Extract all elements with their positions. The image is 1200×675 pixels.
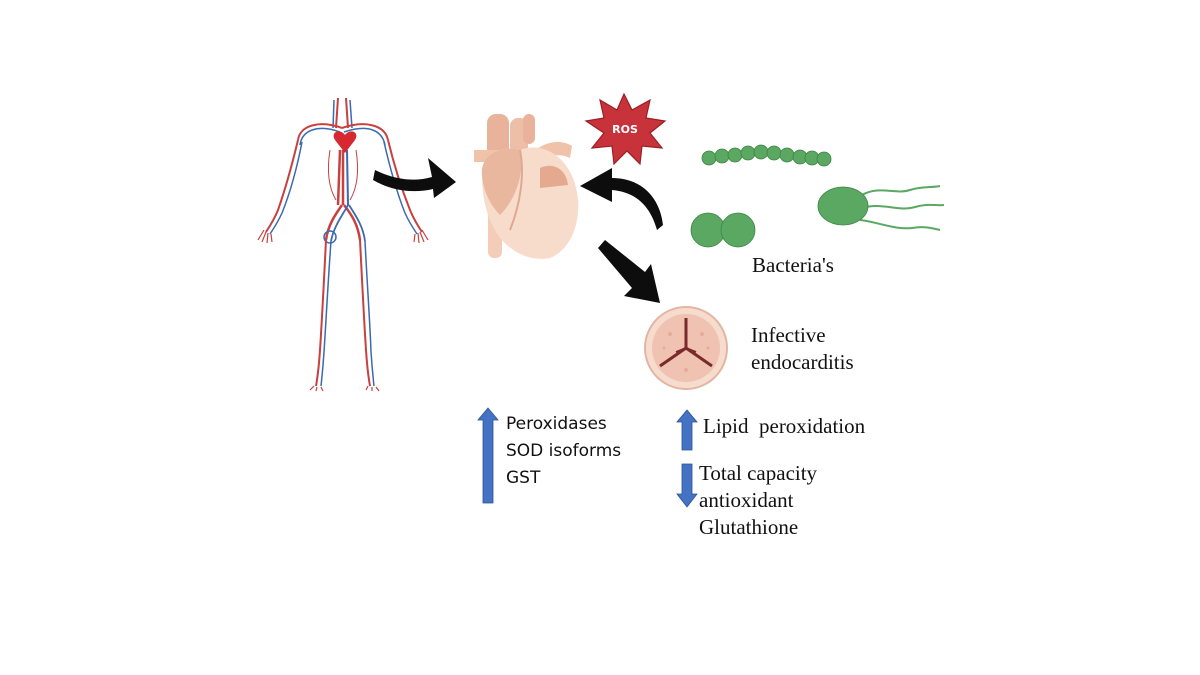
ros-label: ROS bbox=[612, 123, 638, 136]
diplococcus-icon bbox=[690, 212, 756, 248]
heart-valve-icon bbox=[644, 306, 728, 390]
arrow-bacteria-to-heart bbox=[580, 168, 663, 230]
increased-markers-list: Peroxidases SOD isoforms GST bbox=[506, 411, 621, 492]
infective-endocarditis-label: Infective endocarditis bbox=[751, 322, 854, 376]
decrease-arrow-icon bbox=[676, 463, 698, 508]
flagellated-bacillus-icon bbox=[817, 185, 945, 231]
heart-icon bbox=[474, 114, 579, 259]
arrow-body-to-heart bbox=[373, 158, 456, 198]
streptococcus-chain-icon bbox=[701, 144, 832, 167]
increase-arrow-icon bbox=[477, 407, 499, 504]
marker-sod-isoforms: SOD isoforms bbox=[506, 441, 622, 461]
bacteria-label: Bacteria's bbox=[752, 253, 834, 277]
marker-peroxidases: Peroxidases bbox=[506, 414, 607, 434]
ros-burst-icon: ROS bbox=[584, 92, 667, 166]
circulatory-system-icon bbox=[257, 97, 429, 392]
marker-total-capacity: Total capacity bbox=[699, 461, 818, 485]
marker-gst: GST bbox=[506, 468, 541, 488]
marker-antioxidant: antioxidant bbox=[699, 488, 794, 512]
arrow-heart-to-valve bbox=[598, 240, 660, 303]
decreased-markers-list: Total capacity antioxidant Glutathione bbox=[699, 460, 817, 541]
lipid-increase-arrow-icon bbox=[676, 409, 698, 451]
infective-label-line: Infective bbox=[751, 323, 826, 347]
lipid-peroxidation-label: Lipid peroxidation bbox=[703, 414, 866, 438]
endocarditis-label-line: endocarditis bbox=[751, 350, 854, 374]
marker-glutathione: Glutathione bbox=[699, 515, 799, 539]
